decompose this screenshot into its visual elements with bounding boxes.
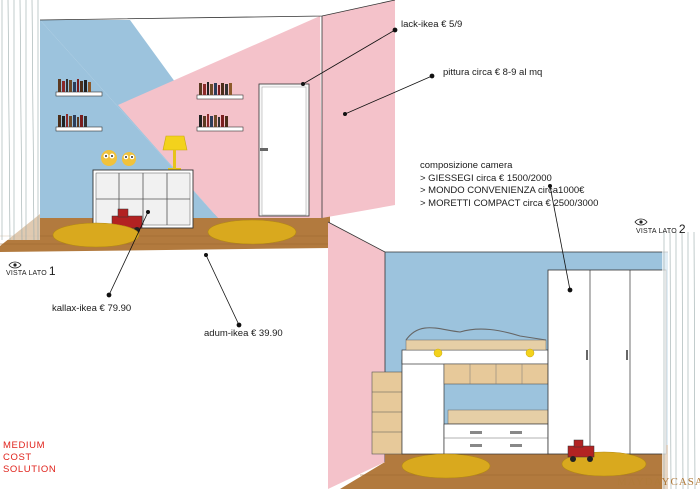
eye-icon bbox=[8, 256, 22, 274]
solution-line: SOLUTION bbox=[3, 464, 57, 475]
composition-option: > MONDO CONVENIENZA circa1000€ bbox=[420, 185, 585, 196]
label-lack: lack-ikea € 5/9 bbox=[401, 19, 463, 30]
label-adum: adum-ikea € 39.90 bbox=[204, 328, 283, 339]
label-pittura: pittura circa € 8-9 al mq bbox=[443, 67, 543, 78]
shelf-lack bbox=[55, 114, 103, 132]
owl-decor bbox=[101, 150, 136, 166]
rug bbox=[401, 453, 491, 479]
curtain bbox=[0, 0, 40, 241]
bunk-bed-composition bbox=[371, 327, 549, 455]
eye-icon bbox=[634, 213, 648, 231]
watermark-logo: MAYDAYCASA bbox=[617, 476, 700, 488]
shelf-lack bbox=[196, 114, 244, 132]
rug bbox=[52, 222, 140, 248]
curtain bbox=[662, 231, 700, 490]
rug bbox=[561, 451, 647, 477]
solution-tag: MEDIUM COST SOLUTION bbox=[3, 440, 56, 476]
composition-title: composizione camera bbox=[420, 160, 513, 171]
composition-list: composizione camera > GIESSEGI circa € 1… bbox=[420, 160, 598, 210]
rug-adum bbox=[207, 219, 297, 245]
pink-wall bbox=[328, 222, 385, 489]
solution-line: MEDIUM bbox=[3, 440, 46, 451]
shelf-lack bbox=[55, 79, 103, 97]
label-kallax: kallax-ikea € 79.90 bbox=[52, 303, 132, 314]
composition-option: > MORETTI COMPACT circa € 2500/3000 bbox=[420, 197, 599, 209]
wardrobe bbox=[547, 269, 667, 455]
toy-truck bbox=[567, 439, 595, 462]
kallax-unit bbox=[92, 169, 194, 229]
table-lamp bbox=[162, 135, 188, 171]
leader-lines bbox=[106, 27, 573, 328]
room-view-1 bbox=[0, 0, 396, 252]
solution-line: COST bbox=[3, 452, 32, 463]
composition-option: > GIESSEGI circa € 1500/2000 bbox=[420, 172, 552, 184]
shelf-lack bbox=[196, 82, 244, 100]
room-view-2 bbox=[327, 221, 700, 490]
